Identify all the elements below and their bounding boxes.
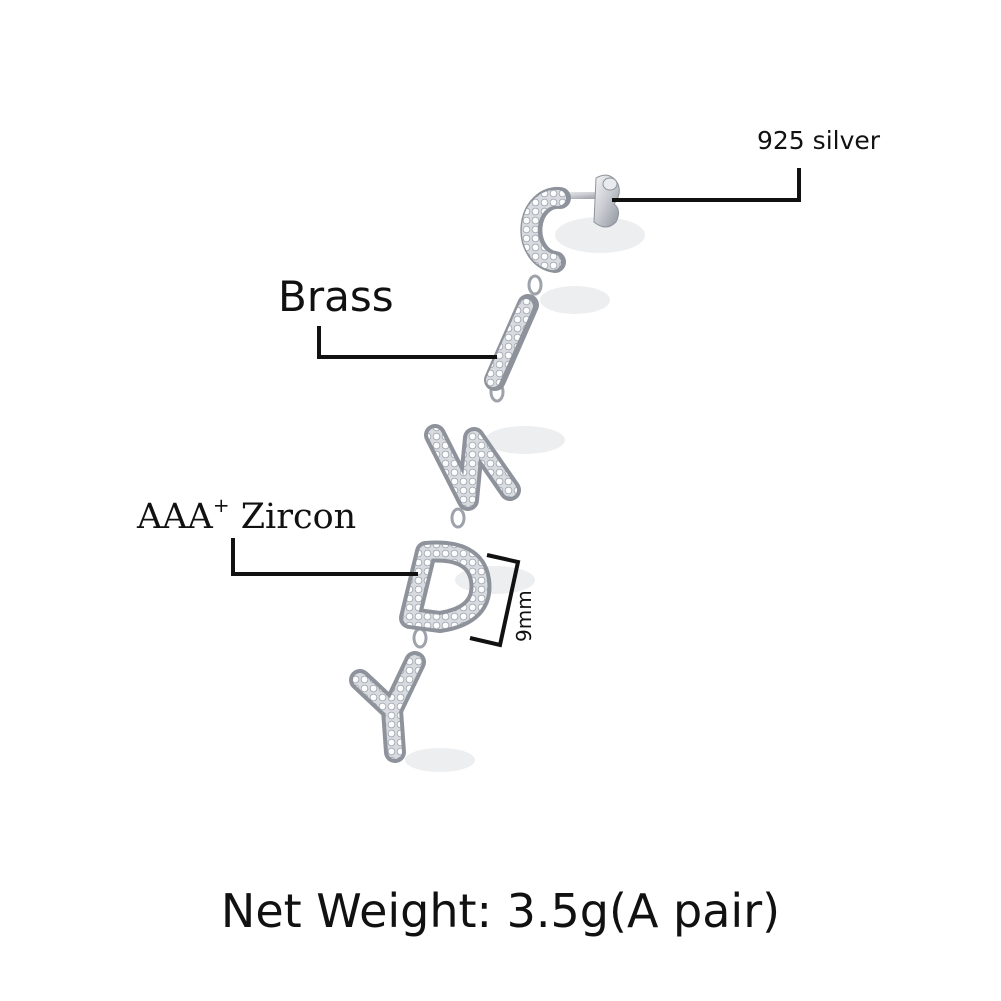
zircon-leader-line: [231, 538, 418, 576]
size-label: 9mm: [512, 590, 536, 642]
letter-c-pendant: [520, 186, 571, 273]
size-bracket: [469, 553, 521, 648]
earring-post: [548, 174, 620, 228]
material-label-zircon: AAA+ Zircon: [137, 495, 357, 537]
net-weight-caption: Net Weight: 3.5g(A pair): [220, 884, 781, 938]
material-label-brass: Brass: [278, 272, 394, 321]
letter-y-pendant: [349, 651, 426, 763]
material-label-silver: 925 silver: [757, 126, 881, 155]
letter-i-pendant: [484, 294, 539, 391]
letter-d-pendant: [399, 540, 492, 633]
leader-lines: [231, 168, 801, 648]
brass-leader-line: [317, 326, 497, 359]
letter-n-pendant: [424, 424, 521, 511]
silver-leader-line: [612, 168, 801, 202]
zircon-grade: AAA: [137, 497, 213, 537]
zircon-grade-superscript: +: [212, 493, 230, 517]
zircon-name: Zircon: [229, 497, 357, 537]
